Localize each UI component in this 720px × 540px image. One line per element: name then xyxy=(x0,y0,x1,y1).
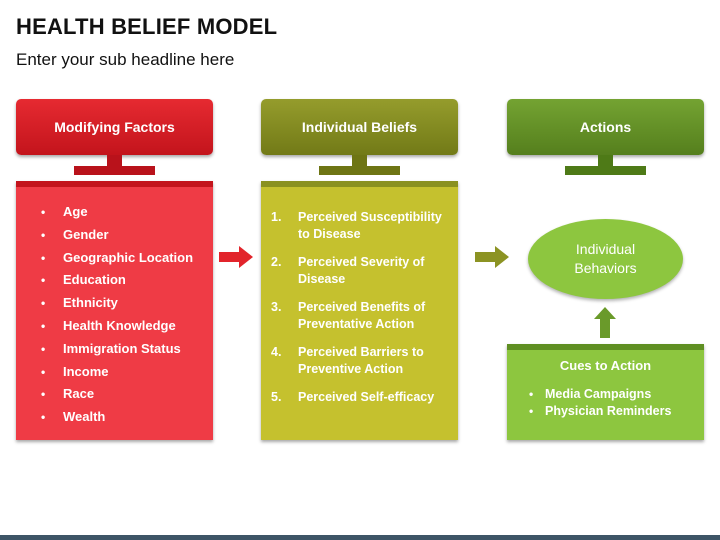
bullet-icon: • xyxy=(41,387,46,402)
list-item-number: 2. xyxy=(271,255,282,269)
list-item-label: Income xyxy=(63,363,109,379)
bullet-icon: • xyxy=(41,341,46,356)
list-item: • Race xyxy=(16,383,213,406)
list-item-label: Physician Reminders xyxy=(545,404,672,418)
list-item-label: Media Campaigns xyxy=(545,387,652,401)
modifying-factors-panel: • Age • Gender • Geographic Location • Educatio… xyxy=(16,181,213,440)
right-arrow-icon xyxy=(219,246,253,268)
list-item: 5. Perceived Self-efficacy xyxy=(261,389,458,406)
list-item-label: Age xyxy=(63,204,88,219)
list-item-label: Perceived Barriers to Preventive Action xyxy=(298,345,424,376)
list-item: • Gender xyxy=(16,224,213,247)
bullet-icon: • xyxy=(41,410,46,425)
list-item: 4. Perceived Barriers to Preventive Actio… xyxy=(261,344,458,378)
list-item: • Ethnicity xyxy=(16,292,213,315)
cues-to-action-list: • Media Campaigns • Physician Reminders xyxy=(507,386,704,420)
list-item-label: Geographic Location xyxy=(63,249,194,265)
bullet-icon: • xyxy=(41,205,46,219)
cues-to-action-panel: Cues to Action • Media Campaigns • Physicia… xyxy=(507,344,704,440)
page-title: HEALTH BELIEF MODEL xyxy=(16,14,278,39)
actions-connector xyxy=(565,155,646,175)
footer-bar xyxy=(0,535,720,540)
individual-beliefs-panel: 1. Perceived Susceptibility to Disease 2. P… xyxy=(261,181,458,440)
list-item-label: Perceived Benefits of Preventative Actio… xyxy=(298,300,426,331)
cues-to-action-panel-top xyxy=(507,344,704,350)
individual-beliefs-list: 1. Perceived Susceptibility to Disease 2. P… xyxy=(261,209,458,417)
list-item: • Income xyxy=(16,361,213,384)
list-item-number: 4. xyxy=(271,345,282,359)
individual-beliefs-connector xyxy=(319,155,400,175)
cues-to-action-title: Cues to Action xyxy=(559,358,652,373)
bullet-icon: • xyxy=(41,273,46,288)
list-item-label: Perceived Self-efficacy xyxy=(298,390,435,404)
list-item: 1. Perceived Susceptibility to Disease xyxy=(261,209,458,243)
list-item-label: Immigration Status xyxy=(63,340,181,356)
individual-behaviors-line-2: Behaviors xyxy=(574,260,637,276)
list-item-label: Perceived Susceptibility to Disease xyxy=(298,210,442,241)
bullet-icon: • xyxy=(41,318,46,333)
list-item: 3. Perceived Benefits of Preventative Act… xyxy=(261,299,458,333)
bullet-icon: • xyxy=(41,250,46,265)
individual-behaviors-line-1: Individual xyxy=(575,241,636,257)
bullet-icon: • xyxy=(41,296,46,311)
list-item: 2. Perceived Severity of Disease xyxy=(261,254,458,288)
modifying-factors-header: Modifying Factors xyxy=(16,99,213,155)
right-arrow-icon xyxy=(475,246,509,268)
list-item: • Geographic Location xyxy=(16,247,213,270)
individual-beliefs-header: Individual Beliefs xyxy=(261,99,458,155)
bullet-icon: • xyxy=(41,227,46,242)
individual-beliefs-header-label: Individual Beliefs xyxy=(301,119,418,135)
modifying-factors-list: • Age • Gender • Geographic Location • Educatio… xyxy=(16,201,213,429)
list-item: • Immigration Status xyxy=(16,338,213,361)
list-item: • Wealth xyxy=(16,406,213,429)
actions-header: Actions xyxy=(507,99,704,155)
individual-behaviors-ellipse: Individual Behaviors xyxy=(528,219,683,299)
list-item-label: Ethnicity xyxy=(63,295,118,311)
list-item-number: 3. xyxy=(271,300,282,314)
modifying-factors-header-label: Modifying Factors xyxy=(54,119,175,135)
bullet-icon: • xyxy=(41,364,46,379)
individual-beliefs-panel-top xyxy=(261,181,458,187)
bullet-icon: • xyxy=(529,387,534,401)
list-item-number: 1. xyxy=(271,210,282,224)
list-item-label: Race xyxy=(63,386,95,402)
list-item: • Education xyxy=(16,269,213,292)
page-subtitle: Enter your sub headline here xyxy=(16,50,235,69)
list-item: • Physician Reminders xyxy=(507,403,704,420)
list-item-label: Wealth xyxy=(63,409,106,425)
list-item: • Age xyxy=(16,201,213,224)
list-item-label: Health Knowledge xyxy=(63,317,176,333)
modifying-factors-connector xyxy=(74,155,155,175)
bullet-icon: • xyxy=(529,404,534,418)
list-item-label: Education xyxy=(63,272,126,288)
modifying-factors-panel-top xyxy=(16,181,213,187)
list-item: • Health Knowledge xyxy=(16,315,213,338)
list-item-label: Gender xyxy=(63,226,109,242)
up-arrow-icon xyxy=(594,307,616,338)
list-item: • Media Campaigns xyxy=(507,386,704,403)
list-item-label: Perceived Severity of Disease xyxy=(298,255,425,286)
list-item-number: 5. xyxy=(271,390,282,404)
actions-header-label: Actions xyxy=(579,119,632,135)
